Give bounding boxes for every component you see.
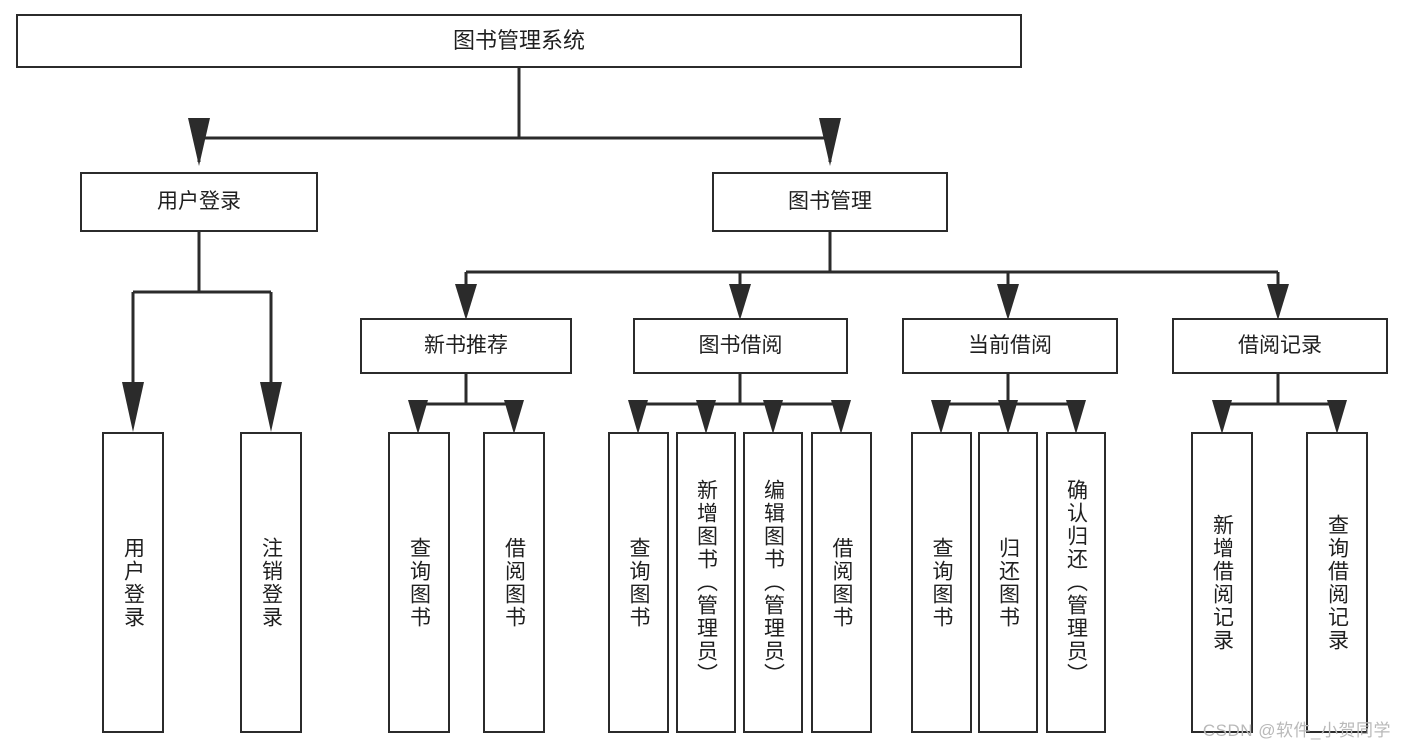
node-current-borrow-label: 当前借阅 <box>968 334 1052 358</box>
node-leaf-query-book-2-label: 查询图书 <box>627 536 650 629</box>
node-book-management[interactable]: 图书管理 <box>712 172 948 232</box>
arrowhead-leaf-return-book <box>998 400 1018 434</box>
node-leaf-user-login[interactable]: 用户登录 <box>102 432 164 733</box>
arrowhead-leaf-query-record <box>1327 400 1347 434</box>
node-book-management-label: 图书管理 <box>788 190 872 214</box>
arrowhead-leaf-confirm-return <box>1066 400 1086 434</box>
node-leaf-query-record[interactable]: 查询借阅记录 <box>1306 432 1368 733</box>
node-borrow-record[interactable]: 借阅记录 <box>1172 318 1388 374</box>
node-leaf-edit-book[interactable]: 编辑图书（管理员） <box>743 432 803 733</box>
node-leaf-query-book-2[interactable]: 查询图书 <box>608 432 669 733</box>
arrowhead-current-borrow <box>997 284 1019 320</box>
node-current-borrow[interactable]: 当前借阅 <box>902 318 1118 374</box>
node-leaf-query-record-label: 查询借阅记录 <box>1325 513 1349 652</box>
arrowhead-leaf-query-book-3 <box>931 400 951 434</box>
arrowhead-leaf-add-book <box>696 400 716 434</box>
arrowhead-borrow-record <box>1267 284 1289 320</box>
node-new-book-recommend-label: 新书推荐 <box>424 334 508 358</box>
arrowhead-leaf-logout-login <box>260 382 282 432</box>
node-leaf-confirm-return[interactable]: 确认归还（管理员） <box>1046 432 1106 733</box>
node-leaf-query-book-3-label: 查询图书 <box>930 536 953 629</box>
node-leaf-logout-login[interactable]: 注销登录 <box>240 432 302 733</box>
node-leaf-borrow-book-2-label: 借阅图书 <box>830 536 853 629</box>
node-leaf-borrow-book-1[interactable]: 借阅图书 <box>483 432 545 733</box>
node-leaf-confirm-return-label: 确认归还（管理员） <box>1064 479 1088 686</box>
arrowheads <box>122 118 1347 434</box>
arrowhead-leaf-query-book-2 <box>628 400 648 434</box>
arrowhead-book-management <box>819 118 841 166</box>
node-book-borrow[interactable]: 图书借阅 <box>633 318 848 374</box>
node-root-label: 图书管理系统 <box>452 27 585 53</box>
node-leaf-logout-login-label: 注销登录 <box>259 536 283 629</box>
node-leaf-query-book-3[interactable]: 查询图书 <box>911 432 972 733</box>
node-leaf-borrow-book-2[interactable]: 借阅图书 <box>811 432 872 733</box>
node-leaf-add-record[interactable]: 新增借阅记录 <box>1191 432 1253 733</box>
node-leaf-return-book[interactable]: 归还图书 <box>978 432 1038 733</box>
arrowhead-leaf-borrow-book-1 <box>504 400 524 434</box>
node-borrow-record-label: 借阅记录 <box>1238 334 1322 358</box>
node-user-login[interactable]: 用户登录 <box>80 172 318 232</box>
arrowhead-user-login <box>188 118 210 166</box>
node-leaf-borrow-book-1-label: 借阅图书 <box>502 536 526 629</box>
node-user-login-label: 用户登录 <box>157 190 241 214</box>
node-leaf-user-login-label: 用户登录 <box>121 536 145 629</box>
node-book-borrow-label: 图书借阅 <box>698 334 783 358</box>
node-leaf-return-book-label: 归还图书 <box>996 536 1020 629</box>
node-leaf-query-book-1[interactable]: 查询图书 <box>388 432 450 733</box>
arrowhead-leaf-edit-book <box>763 400 783 434</box>
arrowhead-leaf-borrow-book-2 <box>831 400 851 434</box>
arrowhead-leaf-add-record <box>1212 400 1232 434</box>
node-leaf-query-book-1-label: 查询图书 <box>407 536 431 629</box>
node-leaf-add-book-label: 新增图书（管理员） <box>694 479 718 686</box>
node-leaf-edit-book-label: 编辑图书（管理员） <box>761 479 785 686</box>
node-root[interactable]: 图书管理系统 <box>16 14 1022 68</box>
node-leaf-add-book[interactable]: 新增图书（管理员） <box>676 432 736 733</box>
node-leaf-add-record-label: 新增借阅记录 <box>1210 513 1234 652</box>
arrowhead-leaf-user-login <box>122 382 144 432</box>
arrowhead-book-borrow <box>729 284 751 320</box>
node-new-book-recommend[interactable]: 新书推荐 <box>360 318 572 374</box>
arrowhead-new-book-recommend <box>455 284 477 320</box>
arrowhead-leaf-query-book-1 <box>408 400 428 434</box>
